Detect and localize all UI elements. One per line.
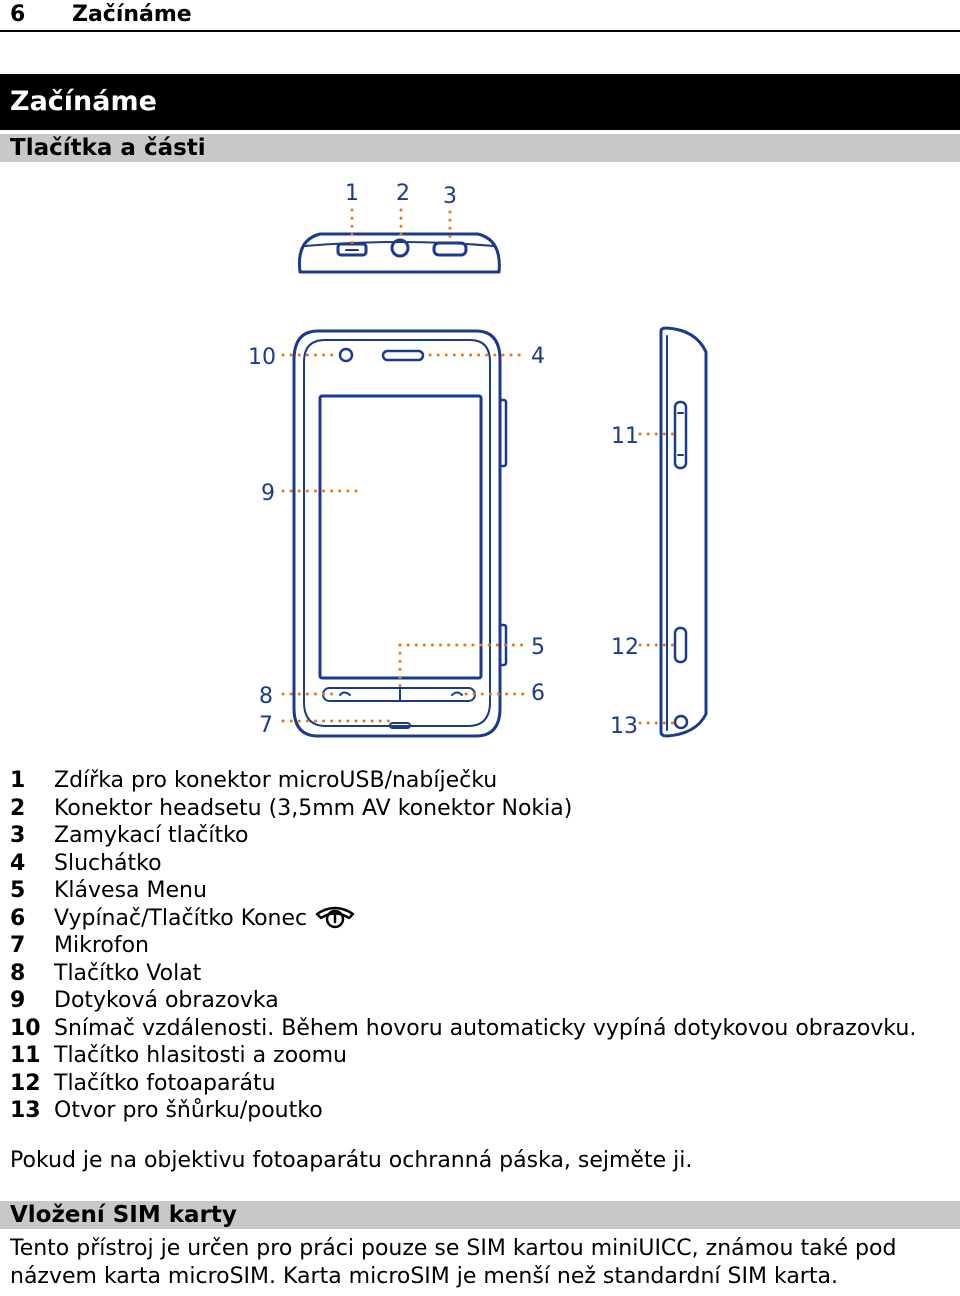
callout-10: 10 (248, 345, 276, 370)
callout-11: 11 (611, 424, 639, 449)
volume-zoom-key-icon (673, 400, 688, 470)
item-number: 13 (10, 1098, 41, 1123)
section-title: Tlačítka a části (10, 135, 206, 161)
item-text: Vypínač/Tlačítko Konec (54, 905, 308, 931)
item-number: 10 (10, 1015, 41, 1041)
item-number: 5 (10, 878, 26, 903)
item-text: Tlačítko Volat (54, 960, 202, 986)
running-head-title: Začínáme (72, 2, 192, 27)
callout-9: 9 (261, 481, 275, 506)
list-item: 12 Tlačítko fotoaparátu (10, 1070, 950, 1098)
item-number: 6 (10, 905, 26, 931)
item-text: Tlačítko hlasitosti a zoomu (54, 1043, 347, 1068)
power-icon (313, 905, 357, 929)
item-number: 3 (10, 823, 26, 848)
item-text: Sluchátko (54, 850, 162, 876)
list-item: 2 Konektor headsetu (3,5mm AV konektor No… (10, 795, 950, 823)
list-item: 6 Vypínač/Tlačítko Konec (10, 905, 950, 933)
list-item: 11 Tlačítko hlasitosti a zoomu (10, 1042, 950, 1070)
microphone-icon (389, 722, 411, 729)
headset-jack-icon (390, 238, 410, 258)
callout-13: 13 (610, 714, 638, 739)
item-text: Snímač vzdálenosti. Během hovoru automat… (54, 1015, 917, 1041)
item-number: 4 (10, 850, 26, 876)
phone-diagram: 1 2 3 4 5 6 7 8 9 10 11 12 13 (0, 165, 960, 745)
section-heading-sim: Vložení SIM karty (0, 1201, 960, 1229)
item-text: Mikrofon (54, 933, 150, 958)
list-item: 5 Klávesa Menu (10, 877, 950, 905)
callout-8: 8 (259, 684, 273, 709)
phone-side-view (659, 326, 708, 738)
phone-front-view (292, 329, 502, 738)
callout-2: 2 (396, 181, 410, 206)
strap-eyelet-icon (673, 714, 689, 730)
callout-7: 7 (259, 713, 273, 738)
volume-key-side (498, 398, 508, 468)
earpiece-icon (381, 349, 425, 362)
list-item: 3 Zamykací tlačítko (10, 822, 950, 850)
item-text: Klávesa Menu (54, 878, 207, 903)
list-item: 8 Tlačítko Volat (10, 960, 950, 988)
item-text: Zdířka pro konektor microUSB/nabíječku (54, 768, 498, 793)
section-title: Vložení SIM karty (10, 1202, 237, 1228)
item-number: 8 (10, 960, 26, 986)
list-item: 10 Snímač vzdálenosti. Během hovoru autom… (10, 1015, 950, 1043)
running-head: 6 Začínáme (0, 0, 960, 32)
item-number: 11 (10, 1043, 41, 1068)
item-number: 9 (10, 988, 26, 1013)
camera-tape-note: Pokud je na objektivu fotoaparátu ochran… (10, 1148, 693, 1173)
callout-5: 5 (531, 635, 545, 660)
phone-top-view (297, 232, 501, 274)
section-heading-parts: Tlačítka a části (0, 134, 960, 162)
item-number: 12 (10, 1070, 41, 1096)
page-number: 6 (10, 2, 26, 27)
list-item: 1 Zdířka pro konektor microUSB/nabíječku (10, 767, 950, 795)
item-text: Zamykací tlačítko (54, 823, 249, 848)
sim-paragraph: Tento přístroj je určen pro práci pouze … (10, 1236, 897, 1289)
camera-key-icon (673, 626, 688, 664)
callout-6: 6 (531, 681, 545, 706)
callout-1: 1 (345, 181, 359, 206)
item-text: Konektor headsetu (3,5mm AV konektor Nok… (54, 795, 573, 821)
phone-diagram-svg: 1 2 3 4 5 6 7 8 9 10 11 12 13 (248, 181, 708, 739)
item-text: Dotyková obrazovka (54, 988, 279, 1013)
list-item: 7 Mikrofon (10, 932, 950, 960)
callout-4: 4 (531, 344, 545, 369)
item-number: 7 (10, 933, 26, 958)
item-number: 2 (10, 795, 26, 821)
list-item: 9 Dotyková obrazovka (10, 987, 950, 1015)
item-number: 1 (10, 768, 26, 793)
callout-3: 3 (443, 184, 457, 209)
item-text: Tlačítko fotoaparátu (54, 1070, 276, 1096)
proximity-sensor-icon (338, 347, 354, 363)
chapter-heading: Začínáme (0, 74, 960, 130)
touch-screen-outline (318, 394, 483, 680)
list-item: 4 Sluchátko (10, 850, 950, 878)
chapter-title: Začínáme (10, 86, 157, 117)
list-item: 13 Otvor pro šňůrku/poutko (10, 1097, 950, 1125)
lock-key-icon (432, 241, 468, 257)
callout-12: 12 (611, 635, 639, 660)
item-text: Otvor pro šňůrku/poutko (54, 1098, 323, 1123)
